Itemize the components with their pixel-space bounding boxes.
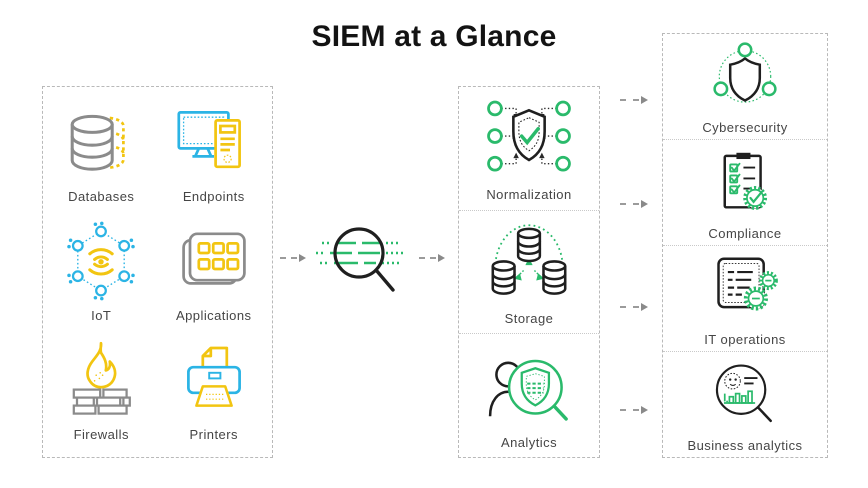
source-item-endpoints: Endpoints [158, 93, 271, 212]
processing-item-label: Storage [504, 311, 554, 326]
it-operations-icon [717, 257, 778, 311]
source-item-label: IoT [91, 307, 112, 323]
source-item-iot: IoT [45, 212, 158, 331]
firewalls-icon [72, 342, 132, 416]
flow-arrow-to-compliance [620, 200, 648, 208]
source-item-label: Applications [176, 307, 252, 323]
source-item-label: Endpoints [182, 188, 245, 204]
processing-item-label: Normalization [486, 187, 572, 203]
arrow-head-icon [641, 303, 648, 311]
cybersecurity-icon [713, 41, 777, 103]
applications-icon [181, 232, 246, 285]
arrow-dash [620, 409, 639, 411]
processing-panel: Normalization [458, 86, 600, 458]
arrow-dash [620, 306, 639, 308]
outcome-item-compliance: Compliance [663, 139, 827, 245]
arrow-dash [620, 203, 639, 205]
iot-icon [67, 221, 136, 301]
processing-item-normalization: Normalization [459, 87, 599, 210]
source-item-databases: Databases [45, 93, 158, 212]
databases-icon [70, 114, 126, 171]
printers-icon [186, 346, 241, 408]
arrow-head-icon [641, 200, 648, 208]
flow-arrow-sources-to-collector [280, 254, 306, 262]
storage-icon [491, 224, 567, 295]
source-item-label: Firewalls [73, 427, 129, 443]
arrow-dash [620, 99, 639, 101]
outcome-item-it-operations: IT operations [663, 245, 827, 351]
analytics-icon [488, 359, 568, 421]
magnifier-log-inspection-icon [316, 227, 404, 292]
arrow-head-icon [641, 96, 648, 104]
flow-arrow-collector-to-processing [419, 254, 445, 262]
processing-item-label: Analytics [500, 434, 558, 450]
outcome-item-label: Cybersecurity [702, 119, 788, 135]
endpoints-icon [177, 110, 241, 168]
source-item-printers: Printers [158, 332, 271, 451]
arrow-head-icon [299, 254, 306, 262]
arrow-dash [280, 257, 297, 259]
source-item-applications: Applications [158, 212, 271, 331]
arrow-head-icon [641, 406, 648, 414]
outcome-item-cybersecurity: Cybersecurity [663, 34, 827, 139]
sources-panel: Databases Endpoints [42, 86, 273, 458]
outcome-item-label: Compliance [708, 225, 782, 241]
page-title: SIEM at a Glance [311, 20, 557, 53]
outcome-item-label: Business analytics [687, 437, 803, 453]
outcome-item-business-analytics: Business analytics [663, 351, 827, 457]
outcomes-panel: Cybersecurity Compliance [662, 33, 828, 458]
flow-arrow-to-it-operations [620, 303, 648, 311]
outcome-item-label: IT operations [704, 331, 786, 347]
arrow-dash [419, 257, 436, 259]
source-item-firewalls: Firewalls [45, 332, 158, 451]
compliance-icon [723, 152, 768, 210]
processing-item-storage: Storage [459, 209, 599, 334]
source-item-label: Databases [68, 188, 135, 204]
normalization-icon [487, 100, 571, 172]
processing-item-analytics: Analytics [459, 333, 599, 457]
arrow-head-icon [438, 254, 445, 262]
flow-arrow-to-cybersecurity [620, 96, 648, 104]
source-item-label: Printers [189, 427, 238, 443]
business-analytics-icon [715, 363, 772, 422]
flow-arrow-to-business-analytics [620, 406, 648, 414]
